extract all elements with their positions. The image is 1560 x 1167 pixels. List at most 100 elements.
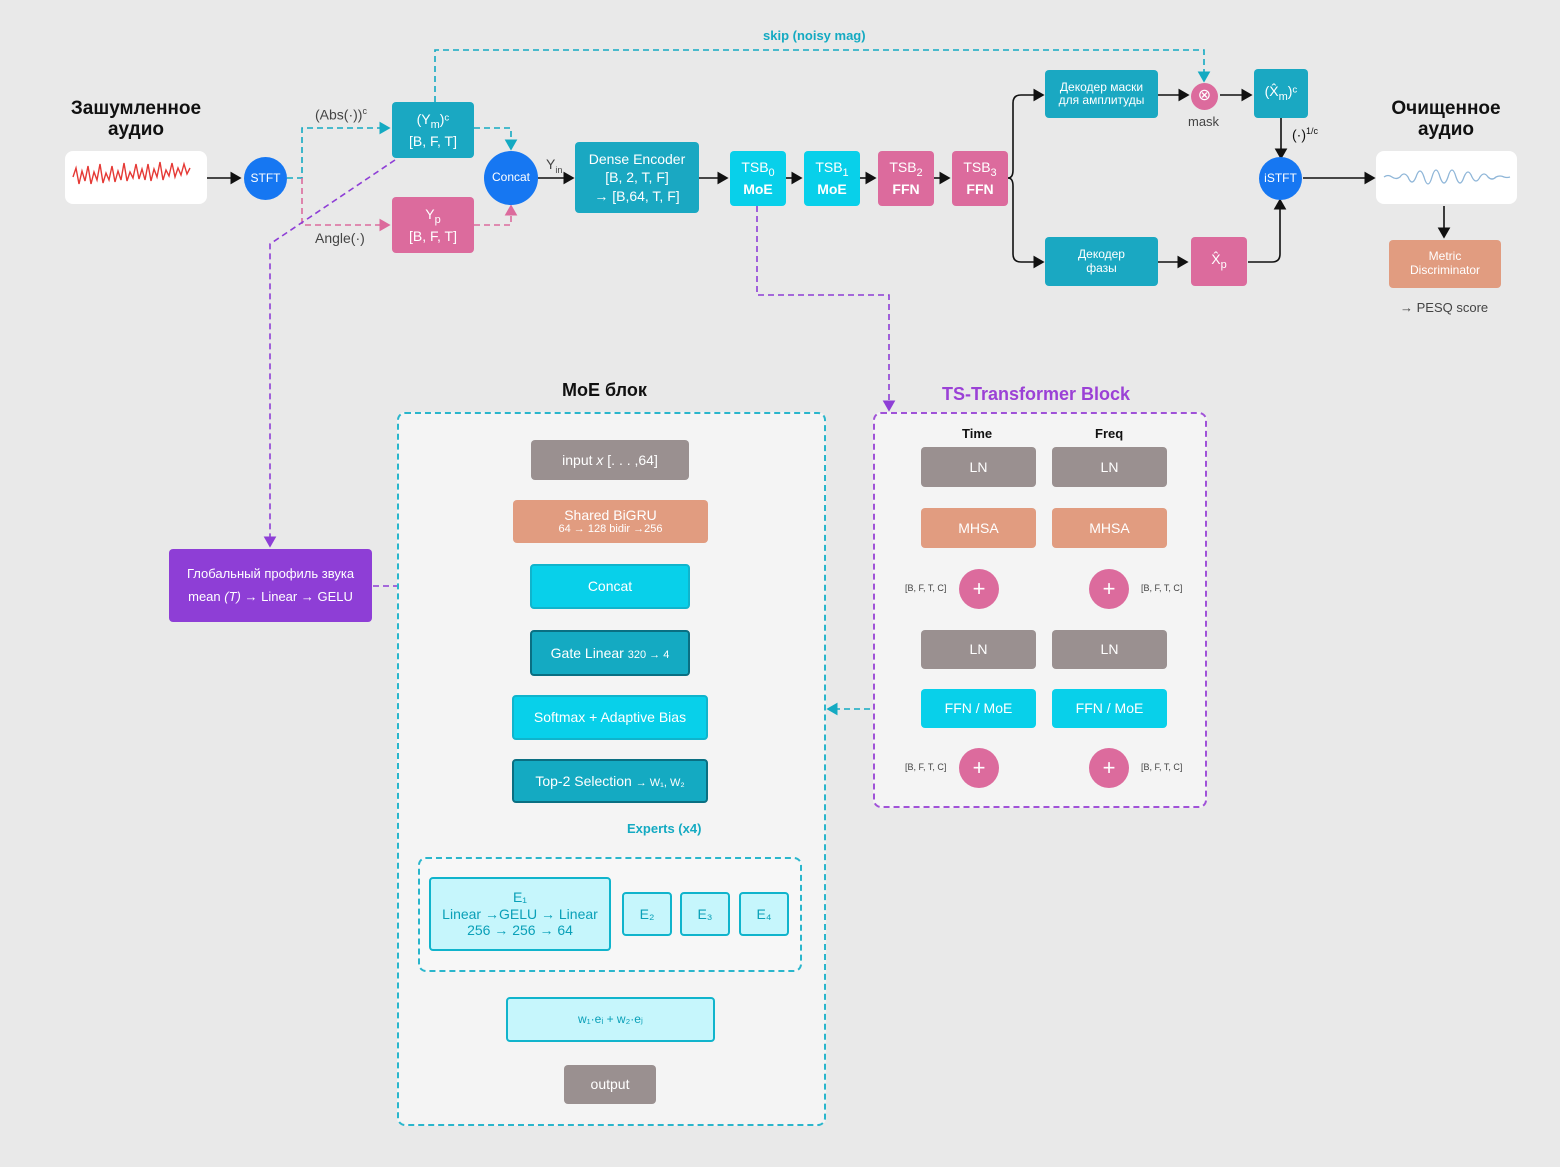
time-ffn-node: FFN / MoE bbox=[921, 689, 1036, 728]
tsb1-type: MoE bbox=[817, 181, 847, 198]
abs-text: (Abs(·)) bbox=[315, 106, 363, 123]
tsb3-text: TSB bbox=[963, 159, 991, 176]
time-mhsa-node: MHSA bbox=[921, 508, 1036, 548]
ym-title: (Ym)ᶜ bbox=[417, 110, 450, 132]
tsb0-text: TSB bbox=[741, 159, 769, 176]
inv-pow-text: (·) bbox=[1292, 126, 1306, 143]
moe-input-text: input x [. . . ,64] bbox=[562, 451, 658, 469]
time-label: Time bbox=[962, 426, 993, 441]
moe-concat-node: Concat bbox=[530, 564, 690, 609]
tsb3-title: TSB3 bbox=[963, 158, 996, 180]
mask-label: mask bbox=[1188, 114, 1220, 129]
top2-selection-node: Top-2 Selection → W₁, W₂ bbox=[512, 759, 708, 803]
experts-label: Experts (x4) bbox=[627, 821, 702, 836]
input-title-line2: аудио bbox=[107, 118, 164, 140]
gate-title: Gate Linear bbox=[550, 644, 624, 661]
input-audio-title: Зашумленное аудио bbox=[60, 98, 212, 141]
freq-mhsa-node: MHSA bbox=[1052, 508, 1167, 548]
freq-shape1-label: [B, F, T, C] bbox=[1141, 583, 1183, 593]
metric-line1: Metric bbox=[1428, 249, 1462, 264]
tsb1-title: TSB1 bbox=[815, 158, 848, 180]
yin-sub: in bbox=[555, 164, 563, 175]
yp-sub: p bbox=[434, 213, 441, 226]
freq-label: Freq bbox=[1095, 426, 1124, 441]
freq-ln2-node: LN bbox=[1052, 630, 1167, 669]
output-title-line2: аудио bbox=[1417, 118, 1474, 140]
tsb2-node: TSB2 FFN bbox=[878, 151, 934, 206]
output-title-line1: Очищенное bbox=[1391, 98, 1501, 119]
dense-encoder-node: Dense Encoder [B, 2, T, F] → [B,64, T, F… bbox=[575, 142, 699, 213]
moe-input-node: input x [. . . ,64] bbox=[531, 440, 689, 480]
xp-node: X̂p bbox=[1191, 237, 1247, 286]
tsb0-node: TSB0 MoE bbox=[730, 151, 786, 206]
dense-in-shape: [B, 2, T, F] bbox=[605, 169, 669, 186]
dense-out-shape: → [B,64, T, F] bbox=[594, 187, 680, 204]
xm-text: (X̂ bbox=[1264, 83, 1279, 100]
global-profile-mean: mean bbox=[188, 588, 225, 604]
top2-title: Top-2 Selection bbox=[535, 772, 632, 789]
inverse-power-label: (·)1/c bbox=[1292, 126, 1318, 143]
mask-decoder-line2: для амплитуды bbox=[1058, 93, 1145, 107]
tsb1-node: TSB1 MoE bbox=[804, 151, 860, 206]
e1-layers: Linear →GELU → Linear bbox=[442, 905, 598, 922]
time-ln1-node: LN bbox=[921, 447, 1036, 487]
e1-title: E₁ bbox=[512, 888, 528, 905]
bigru-title: Shared BiGRU bbox=[564, 507, 657, 524]
global-profile-line2: mean (T) → Linear → GELU bbox=[188, 586, 353, 608]
tsb1-text: TSB bbox=[815, 159, 843, 176]
e1-dims: 256 → 256 → 64 bbox=[467, 922, 573, 939]
top2-text: Top-2 Selection → W₁, W₂ bbox=[535, 772, 684, 790]
xm-sup: )ᶜ bbox=[1287, 83, 1298, 100]
yp-title: Yp bbox=[425, 205, 440, 227]
tsb2-text: TSB bbox=[889, 159, 917, 176]
ym-text: (Y bbox=[416, 110, 431, 127]
noisy-audio-waveform bbox=[65, 151, 207, 204]
gate-dims: 320 → 4 bbox=[627, 648, 670, 661]
ym-sub: m bbox=[430, 118, 440, 131]
xp-sub: p bbox=[1220, 259, 1227, 272]
xm-sub: m bbox=[1278, 91, 1288, 104]
yp-node: Yp [B, F, T] bbox=[392, 197, 474, 253]
phase-decoder-line2: фазы bbox=[1086, 260, 1117, 275]
xm-node: (X̂m)ᶜ bbox=[1254, 69, 1308, 118]
xp-title: X̂p bbox=[1211, 250, 1226, 272]
gate-linear-text: Gate Linear 320 → 4 bbox=[551, 644, 670, 662]
mask-decoder-line1: Декодер маски bbox=[1059, 79, 1144, 94]
noisy-wave-icon bbox=[72, 161, 191, 185]
mask-decoder-node: Декодер маски для амплитуды bbox=[1045, 70, 1158, 118]
tsb2-title: TSB2 bbox=[889, 158, 922, 180]
global-profile-node: Глобальный профиль звука mean (T) → Line… bbox=[169, 549, 372, 622]
expert-e1-node: E₁ Linear →GELU → Linear 256 → 256 → 64 bbox=[429, 877, 611, 951]
tsb3-type: FFN bbox=[966, 181, 994, 198]
angle-label: Angle(·) bbox=[315, 230, 365, 246]
freq-add1-icon: + bbox=[1089, 569, 1129, 609]
istft-node: iSTFT bbox=[1259, 157, 1302, 200]
tsb3-node: TSB3 FFN bbox=[952, 151, 1008, 206]
tsb0-title: TSB0 bbox=[741, 158, 774, 180]
expert-e2-node: E₂ bbox=[622, 892, 672, 936]
clean-audio-waveform bbox=[1376, 151, 1517, 204]
freq-shape2-label: [B, F, T, C] bbox=[1141, 762, 1183, 772]
ym-shape: [B, F, T] bbox=[409, 132, 457, 149]
concat-node: Concat bbox=[484, 151, 538, 205]
time-shape2-label: [B, F, T, C] bbox=[905, 762, 947, 772]
ym-node: (Ym)ᶜ [B, F, T] bbox=[392, 102, 474, 158]
xm-title: (X̂m)ᶜ bbox=[1265, 82, 1298, 104]
shared-bigru-node: Shared BiGRU 64 → 128 bidir →256 bbox=[513, 500, 708, 543]
softmax-bias-node: Softmax + Adaptive Bias bbox=[512, 695, 708, 740]
metric-line2: Discriminator bbox=[1409, 263, 1480, 277]
time-shape1-label: [B, F, T, C] bbox=[905, 583, 947, 593]
phase-decoder-line1: Декодер bbox=[1078, 247, 1125, 262]
freq-ln1-node: LN bbox=[1052, 447, 1167, 487]
output-audio-title: Очищенное аудио bbox=[1370, 98, 1522, 141]
abs-sup: c bbox=[362, 106, 367, 116]
tsb0-type: MoE bbox=[743, 181, 773, 198]
moe-output-node: output bbox=[564, 1065, 656, 1104]
tsb0-sub: 0 bbox=[768, 167, 775, 180]
time-add2-icon: + bbox=[959, 748, 999, 788]
expert-e4-node: E₄ bbox=[739, 892, 789, 936]
global-profile-line1: Глобальный профиль звука bbox=[186, 566, 355, 582]
time-add1-icon: + bbox=[959, 569, 999, 609]
global-profile-t: (T) bbox=[224, 588, 241, 604]
moe-input-a: input bbox=[562, 451, 597, 468]
